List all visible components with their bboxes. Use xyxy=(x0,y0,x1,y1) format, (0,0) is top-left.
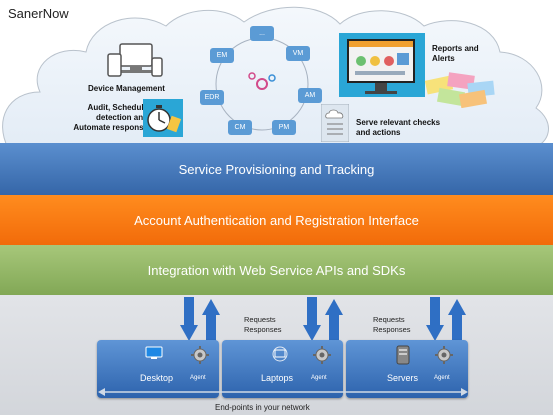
flow-label-1: Requests Responses xyxy=(244,315,282,334)
arrows-laptops-icon xyxy=(303,297,343,343)
laptop-icon xyxy=(272,346,288,362)
app-title: SanerNow xyxy=(8,6,69,21)
agent-gear-icon xyxy=(191,346,209,364)
module-vm: VM xyxy=(286,46,310,61)
network-span-arrow xyxy=(98,388,468,396)
devices-icon xyxy=(107,43,163,77)
laptops-agent-label: Agent xyxy=(311,375,327,381)
module-nodes: ... VM AM PM CM EDR EM xyxy=(196,24,328,138)
module-pm: PM xyxy=(272,120,296,135)
reports-label: Reports and Alerts xyxy=(432,44,479,63)
laptops-label: Laptops xyxy=(261,373,294,383)
serve-checks-label: Serve relevant checks and actions xyxy=(356,118,441,137)
servers-label: Servers xyxy=(387,373,419,383)
module-cm: CM xyxy=(228,120,252,135)
module-am: AM xyxy=(298,88,322,103)
cloud-checklist-icon xyxy=(321,104,349,142)
provisioning-label: Service Provisioning and Tracking xyxy=(178,161,375,177)
desktop-label: Desktop xyxy=(140,373,174,383)
provisioning-layer: Service Provisioning and Tracking xyxy=(0,143,553,195)
authentication-layer: Account Authentication and Registration … xyxy=(0,195,553,245)
module-more: ... xyxy=(250,26,274,41)
audit-label: Audit, Schedule detection and Automate r… xyxy=(73,103,148,132)
authentication-label: Account Authentication and Registration … xyxy=(134,212,419,228)
arrows-desktop-icon xyxy=(180,297,220,343)
arrows-servers-icon xyxy=(426,297,466,343)
integration-layer: Integration with Web Service APIs and SD… xyxy=(0,245,553,295)
audit-stopwatch-icon xyxy=(143,99,183,137)
servers-agent-label: Agent xyxy=(434,375,450,381)
server-icon xyxy=(396,345,410,365)
dashboard-monitor-icon xyxy=(347,39,415,94)
agent-gear-icon xyxy=(435,346,453,364)
module-edr: EDR xyxy=(200,90,224,105)
device-management-label: Device Management xyxy=(88,84,165,93)
flow-label-2: Requests Responses xyxy=(373,315,411,334)
desktop-icon xyxy=(145,346,163,359)
module-em: EM xyxy=(210,48,234,63)
agent-gear-icon xyxy=(313,346,331,364)
sticky-notes-icon xyxy=(424,72,495,108)
integration-label: Integration with Web Service APIs and SD… xyxy=(147,262,406,278)
desktop-agent-label: Agent xyxy=(190,375,206,381)
endpoints-footer: End-points in your network xyxy=(215,403,310,412)
